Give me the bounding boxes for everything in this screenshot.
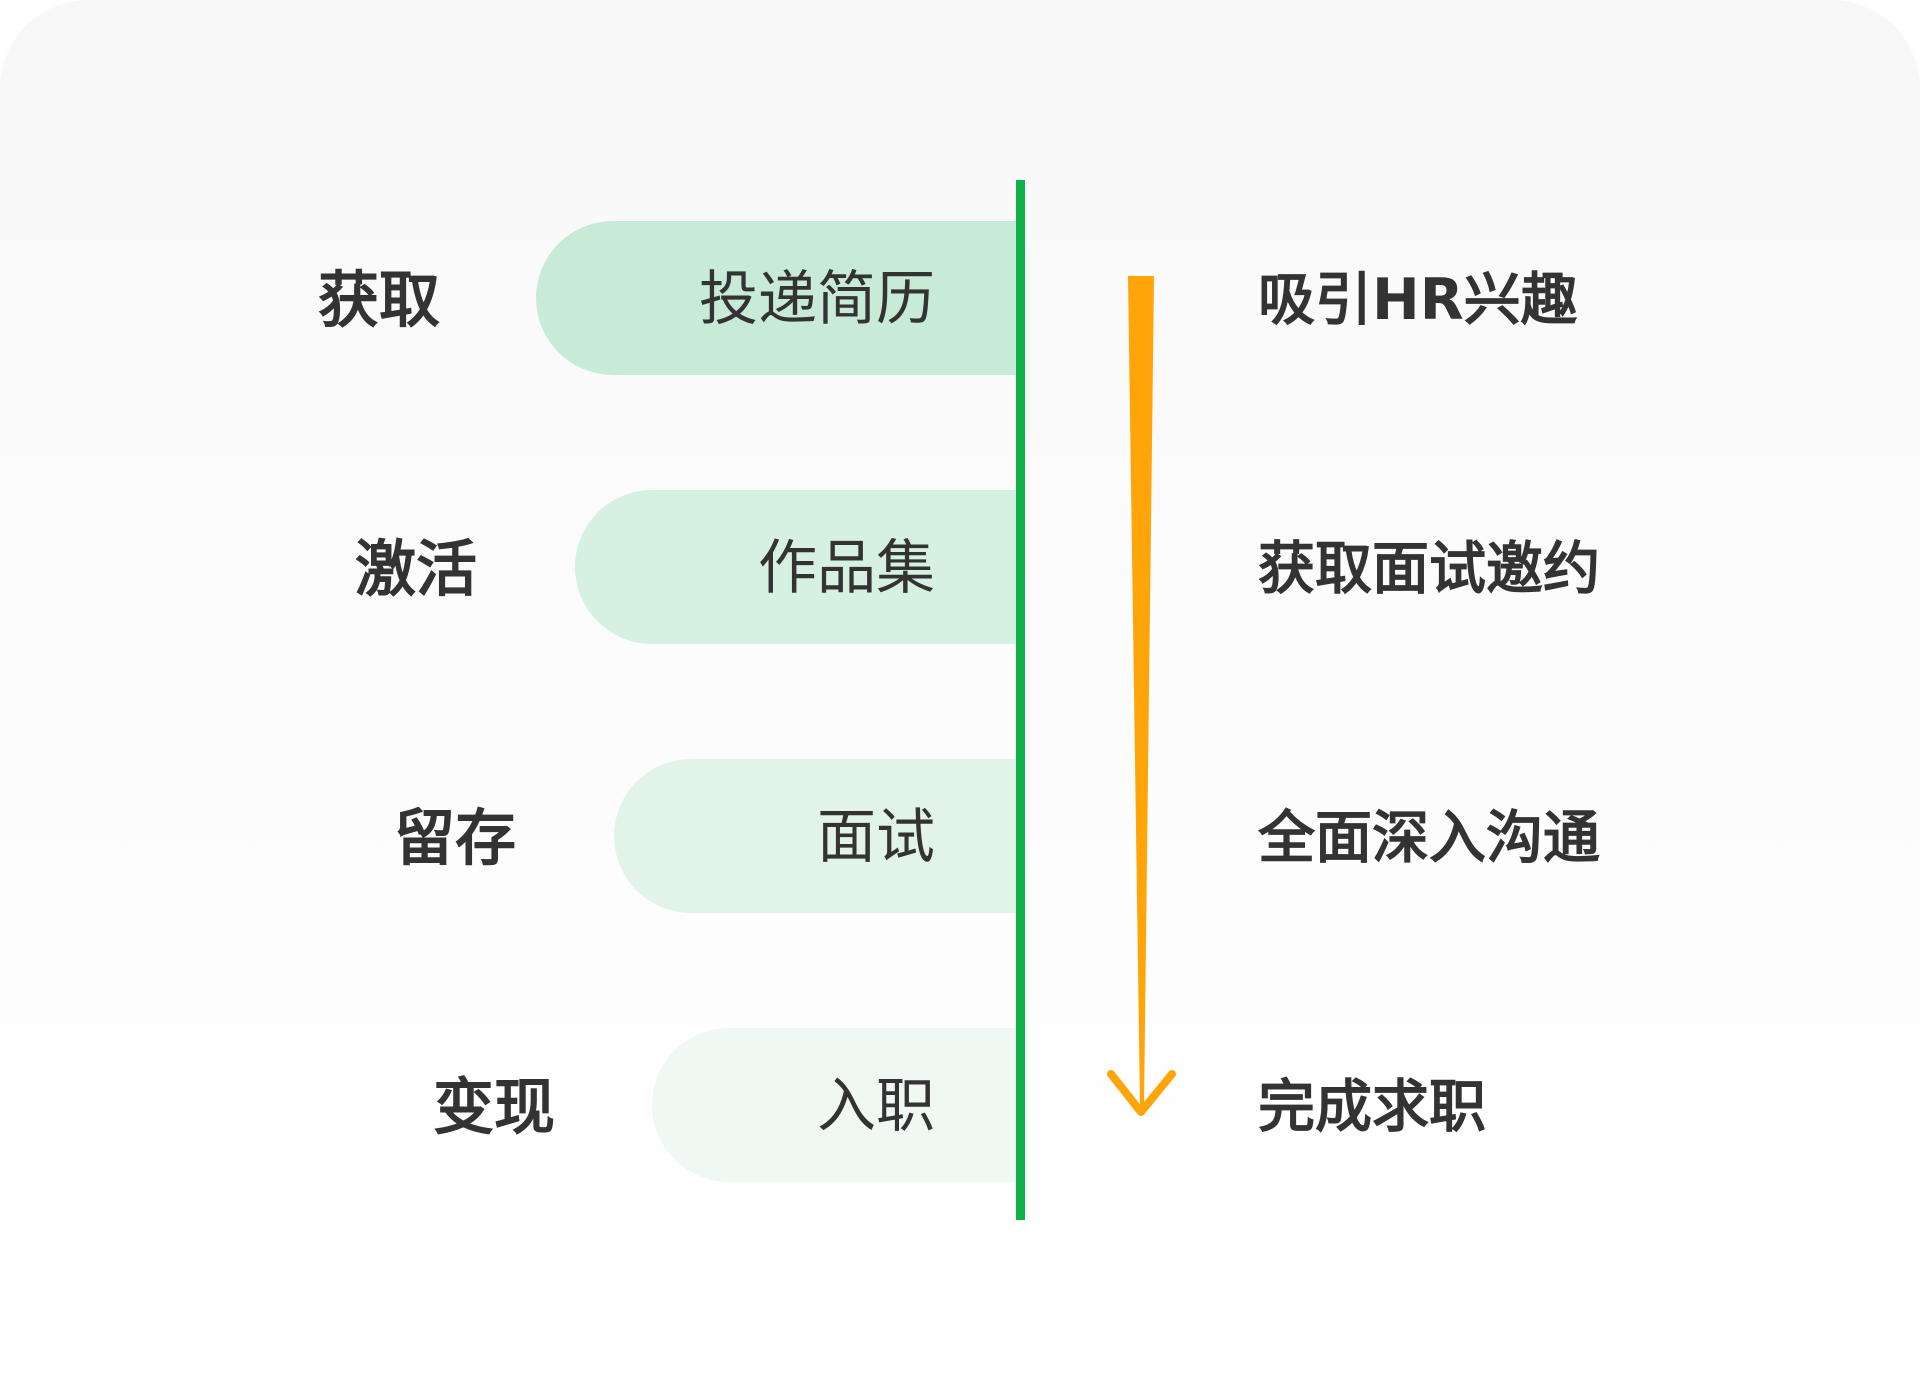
stage-label-2: 激活	[355, 534, 478, 605]
outcome-label-2: 获取面试邀约	[1258, 536, 1600, 602]
outcome-label-4: 完成求职	[1258, 1074, 1486, 1140]
stage-label-1: 获取	[318, 265, 441, 336]
stage-label-4: 变现	[433, 1072, 556, 1143]
action-text-4: 入职	[816, 1070, 935, 1140]
action-text-2: 作品集	[757, 532, 935, 602]
action-pill-1: 投递简历	[536, 221, 1021, 375]
outcome-label-3: 全面深入沟通	[1258, 805, 1600, 871]
outcome-label-1: 吸引HR兴趣	[1258, 267, 1578, 333]
action-text-1: 投递简历	[698, 263, 935, 333]
progress-arrow-icon	[1107, 276, 1176, 1116]
action-pill-3: 面试	[614, 759, 1021, 913]
stage-label-3: 留存	[394, 803, 517, 874]
action-pill-4: 入职	[652, 1028, 1021, 1182]
divider-line	[1016, 180, 1025, 1220]
action-pill-2: 作品集	[575, 490, 1021, 644]
action-text-3: 面试	[816, 801, 935, 871]
